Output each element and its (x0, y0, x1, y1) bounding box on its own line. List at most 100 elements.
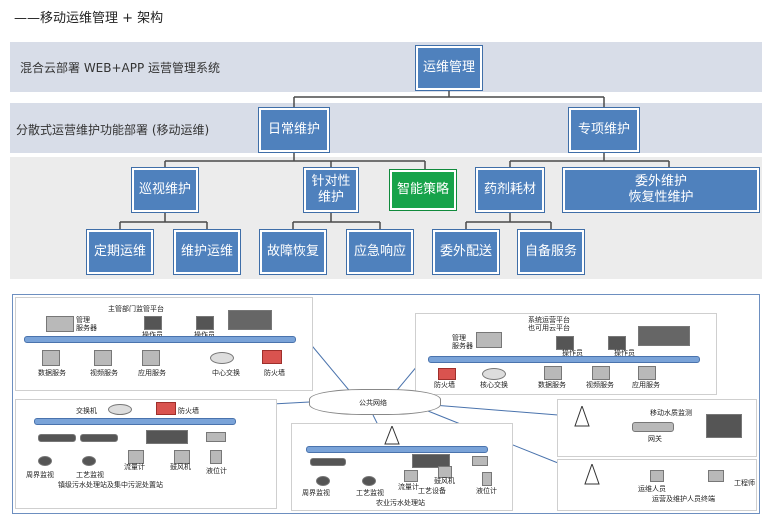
node-targeted-maintenance: 针对性 维护 (304, 168, 358, 212)
switch-icon (210, 352, 234, 364)
node-ops-management: 运维管理 (416, 46, 482, 90)
data-service-label: 数据服务 (538, 381, 566, 389)
firewall-icon (438, 368, 456, 380)
firewall-icon (156, 402, 176, 415)
mgmt-server-label: 管理 服务器 (452, 334, 473, 350)
water-monitoring-title: 移动水质监测 (650, 409, 692, 417)
antenna-icon (584, 464, 600, 485)
monitor-icon (556, 336, 574, 350)
lan-bus (34, 418, 236, 425)
level-meter-icon (482, 472, 492, 486)
operator-label: 操作员 (194, 331, 215, 339)
video-service-label: 视频服务 (90, 369, 118, 377)
agri-station-caption: 农业污水处理站 (376, 499, 425, 507)
antenna-icon (574, 406, 590, 427)
node-fault-recovery: 故障恢复 (260, 230, 326, 274)
camera-icon (362, 476, 376, 486)
band-distributed-label: 分散式运营维护功能部署 (移动运维) (16, 123, 210, 137)
monitor-icon (608, 336, 626, 350)
video-wall-icon (228, 310, 272, 330)
video-service-label: 视频服务 (586, 381, 614, 389)
process-device-label: 工艺设备 (418, 487, 446, 495)
server-icon (94, 350, 112, 366)
app-service-label: 应用服务 (632, 381, 660, 389)
monitoring-kit-icon (706, 414, 742, 438)
nvr-icon (80, 434, 118, 442)
page-title: ——移动运维管理 + 架构 (14, 11, 164, 26)
node-emergency-response: 应急响应 (347, 230, 413, 274)
agricultural-sewage-station: 周界监视 工艺监视 流量计 鼓风机 工艺设备 液位计 农业污水处理站 (291, 423, 513, 511)
blower-icon (174, 450, 190, 464)
operator-label: 操作员 (142, 331, 163, 339)
mgmt-server-label: 管理 服务器 (76, 316, 97, 332)
firewall-label: 防火墙 (434, 381, 455, 389)
antenna-icon (384, 426, 400, 445)
firewall-icon (262, 350, 282, 364)
app-service-label: 应用服务 (138, 369, 166, 377)
camera-icon (316, 476, 330, 486)
monitor-icon (196, 316, 214, 330)
lan-bus (306, 446, 488, 453)
flowmeter-label: 流量计 (124, 463, 145, 471)
mobile-water-monitoring: 移动水质监测 网关 (557, 399, 757, 457)
ops-staff-label: 运维人员 (638, 485, 666, 493)
terminals-caption: 运营及维护人员终端 (652, 495, 715, 503)
sensor-icon (472, 456, 488, 466)
operating-platform-title: 系统运营平台 也可用云平台 (528, 316, 570, 332)
blower-label: 鼓风机 (170, 463, 191, 471)
sensor-icon (206, 432, 226, 442)
operating-platform: 系统运营平台 也可用云平台 管理 服务器 操作员 操作员 防火墙 核心交换 数据… (415, 313, 717, 395)
flowmeter-label: 流量计 (398, 483, 419, 491)
data-service-label: 数据服务 (38, 369, 66, 377)
monitor-icon (144, 316, 162, 330)
process-cam-label: 工艺监视 (76, 471, 104, 479)
gateway-icon (632, 422, 674, 432)
operator-label: 操作员 (562, 349, 583, 357)
engineer-label: 工程师 (734, 479, 755, 487)
flowmeter-icon (404, 470, 418, 482)
public-network-cloud (309, 389, 441, 415)
town-station-caption: 镇级污水处理站及集中污泥处置站 (58, 481, 163, 489)
supervisory-platform-title: 主管部门监管平台 (108, 305, 164, 313)
operator-label: 操作员 (614, 349, 635, 357)
switch-label: 交换机 (76, 407, 97, 415)
level-meter-label: 液位计 (476, 487, 497, 495)
blower-icon (438, 466, 452, 478)
supervisory-platform: 主管部门监管平台 管理 服务器 操作员 操作员 数据服务 视频服务 应用服务 中… (15, 297, 313, 391)
node-outsource-delivery: 委外配送 (433, 230, 499, 274)
switch-icon (108, 404, 132, 415)
flowmeter-icon (128, 450, 144, 464)
server-icon (638, 366, 656, 380)
camera-icon (82, 456, 96, 466)
node-special-maintenance: 专项维护 (569, 108, 639, 152)
node-self-service: 自备服务 (518, 230, 584, 274)
handheld-icon (650, 470, 664, 482)
node-maintenance-ops: 维护运维 (174, 230, 240, 274)
nvr-icon (38, 434, 76, 442)
town-sewage-station: 交换机 防火墙 周界监视 工艺监视 流量计 鼓风机 液位计 镇级污水处理站及集中… (15, 399, 277, 509)
plc-icon (412, 454, 450, 468)
ops-terminals: 运维人员 工程师 运营及维护人员终端 (557, 459, 757, 511)
lan-bus (24, 336, 296, 343)
plc-icon (146, 430, 188, 444)
node-patrol-maintenance: 巡视维护 (132, 168, 198, 212)
server-icon (142, 350, 160, 366)
video-wall-icon (638, 326, 690, 346)
server-icon (592, 366, 610, 380)
process-cam-label: 工艺监视 (356, 489, 384, 497)
node-smart-strategy: 智能策略 (390, 170, 456, 210)
switch-icon (482, 368, 506, 380)
handheld-icon (708, 470, 724, 482)
server-icon (42, 350, 60, 366)
core-switch-label: 核心交换 (480, 381, 508, 389)
server-icon (476, 332, 502, 348)
level-meter-label: 液位计 (206, 467, 227, 475)
camera-icon (38, 456, 52, 466)
node-daily-maintenance: 日常维护 (259, 108, 329, 152)
band-cloud-system-label: 混合云部署 WEB+APP 运营管理系统 (20, 61, 221, 75)
blower-label: 鼓风机 (434, 477, 455, 485)
lan-bus (428, 356, 700, 363)
server-icon (544, 366, 562, 380)
firewall-label: 防火墙 (264, 369, 285, 377)
band-cloud-system: 混合云部署 WEB+APP 运营管理系统 (10, 42, 762, 92)
